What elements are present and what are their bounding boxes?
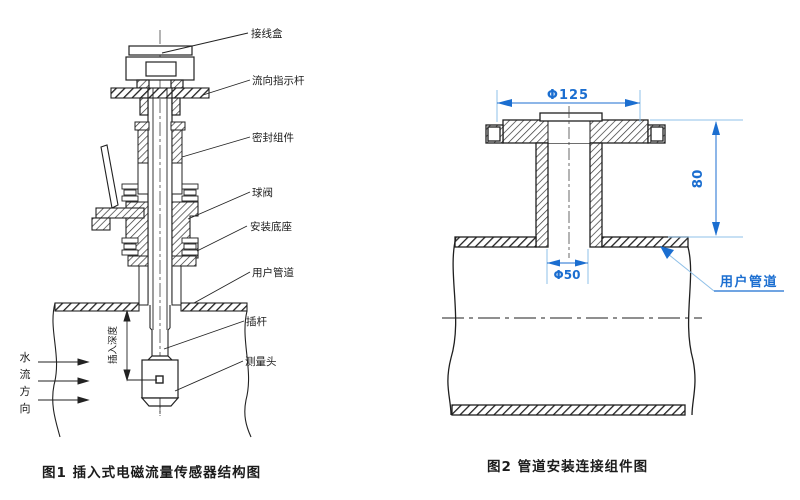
dim-flange-od-text: Φ125 <box>547 88 589 103</box>
insertion-depth-dimension: 插入深度 <box>107 309 157 382</box>
dim-height-text: 80 <box>690 170 706 189</box>
dim-flange-od: Φ125 <box>496 88 641 122</box>
fig2-drawing: Φ125 80 Φ50 用户管道 <box>442 88 784 416</box>
flow-direction-arrows <box>38 358 90 404</box>
insertion-depth-label: 插入深度 <box>107 326 119 365</box>
stub-pipe-wall-left <box>535 142 549 248</box>
flow-direction-text: 水 流 方 向 <box>20 351 31 415</box>
flow-dir-char-2: 流 <box>20 367 31 381</box>
fig1-part-labels: 接线盒 流向指示杆 密封组件 球阀 安装底座 用户管道 插杆 测量头 <box>245 27 305 368</box>
user-pipe-wall <box>52 302 252 438</box>
pipe-break-left <box>447 236 457 416</box>
flange-bolts-upper <box>121 183 199 202</box>
figure2-caption: 图2 管道安装连接组件图 <box>487 459 649 475</box>
label-user-pipe-fig2: 用户管道 <box>719 274 778 290</box>
flange-assembly <box>485 112 666 248</box>
junction-box <box>125 45 195 89</box>
label-seal-assembly: 密封组件 <box>252 131 294 144</box>
label-insert-rod: 插杆 <box>246 315 267 328</box>
dim-bore-text: Φ50 <box>554 268 581 282</box>
pipe-break-line-right <box>244 310 252 438</box>
valve-handle <box>91 144 145 231</box>
leader-arrow <box>660 246 674 259</box>
mounting-base <box>127 255 197 306</box>
label-user-pipe-fig1: 用户管道 <box>252 266 294 279</box>
fig1-leader-lines <box>161 32 251 392</box>
flow-dir-char-3: 方 <box>20 384 31 398</box>
stub-pipe-wall-right <box>589 142 603 248</box>
dim-bore: Φ50 <box>546 249 589 284</box>
label-mount-base: 安装底座 <box>250 220 292 233</box>
fig2-user-pipe-label: 用户管道 <box>660 246 784 292</box>
figure1-caption: 图1 插入式电磁流量传感器结构图 <box>42 465 262 481</box>
seal-assembly <box>134 121 186 195</box>
label-junction-box: 接线盒 <box>251 27 283 40</box>
label-ball-valve: 球阀 <box>252 186 273 199</box>
label-measure-head: 测量头 <box>245 355 277 368</box>
electrode-dot <box>155 375 164 384</box>
label-flow-indicator: 流向指示杆 <box>252 74 305 87</box>
pipe-break-right <box>687 246 696 416</box>
insertion-rod <box>149 305 171 356</box>
main-pipe <box>442 236 702 416</box>
flow-dir-char-1: 水 <box>20 351 31 364</box>
fig1-drawing: 插入深度 水 流 方 向 接线盒 流向指示杆 密封组件 <box>20 27 305 438</box>
flange-bolts-lower <box>121 237 199 256</box>
flow-indicator-rod <box>110 87 210 99</box>
measuring-head <box>140 355 180 416</box>
flange-neck <box>539 112 603 122</box>
pipe-break-line-left <box>52 302 61 438</box>
dim-height: 80 <box>650 119 743 238</box>
flow-dir-char-4: 向 <box>20 401 31 415</box>
ball-valve <box>91 144 199 259</box>
